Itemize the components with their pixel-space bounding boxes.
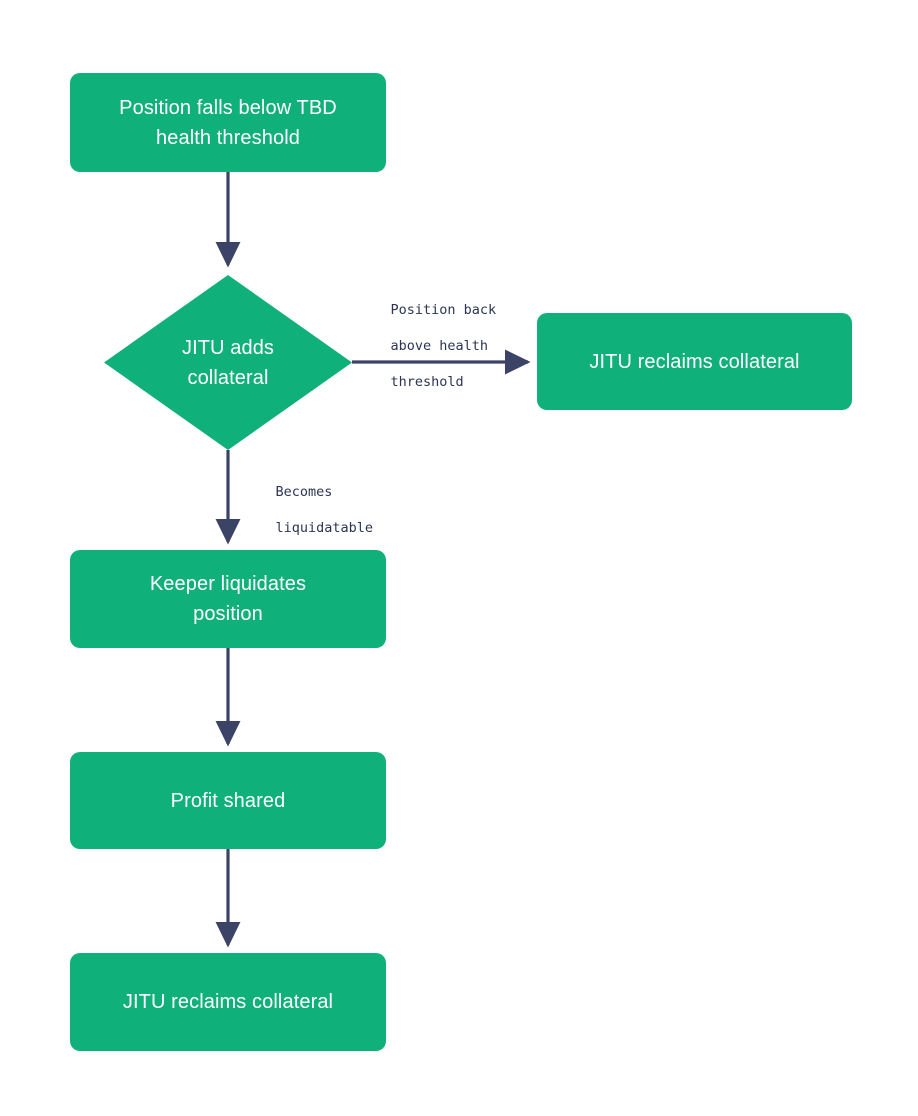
node-label-line-1: JITU adds	[181, 336, 275, 359]
edge-label-line-3: threshold	[390, 374, 464, 390]
edge-label-line-1: Becomes	[275, 484, 333, 500]
node-jitu-adds-collateral[interactable]: JITU adds collateral	[104, 275, 352, 450]
node-label: Keeper liquidates position	[150, 569, 306, 629]
edge-label-line-2: above health	[390, 338, 489, 354]
node-label-line-2: collateral	[187, 366, 269, 389]
node-jitu-reclaims-collateral-bottom[interactable]: JITU reclaims collateral	[70, 953, 386, 1051]
edge-label-line-1: Position back	[390, 302, 497, 318]
node-label-line-1: Position falls below TBD	[119, 96, 337, 119]
node-keeper-liquidates-position[interactable]: Keeper liquidates position	[70, 550, 386, 648]
node-label: JITU reclaims collateral	[122, 991, 334, 1013]
diamond-shape-icon	[104, 275, 352, 450]
edge-label-position-back-above-threshold: Position back above health threshold	[358, 283, 497, 409]
node-label: JITU reclaims collateral	[589, 350, 800, 373]
node-profit-shared[interactable]: Profit shared	[70, 752, 386, 849]
node-label: Position falls below TBD health threshol…	[119, 93, 337, 153]
node-label: Profit shared	[170, 789, 286, 812]
edge-label-becomes-liquidatable: Becomes liquidatable	[243, 465, 374, 555]
node-label-line-2: health threshold	[156, 126, 300, 149]
node-position-falls-below-threshold[interactable]: Position falls below TBD health threshol…	[70, 73, 386, 172]
node-label: JITU adds collateral	[141, 333, 315, 393]
node-jitu-reclaims-collateral-top[interactable]: JITU reclaims collateral	[537, 313, 852, 410]
edge-label-line-2: liquidatable	[275, 520, 374, 536]
node-label-line-2: position	[193, 603, 263, 625]
node-label-line-1: Keeper liquidates	[149, 573, 307, 595]
